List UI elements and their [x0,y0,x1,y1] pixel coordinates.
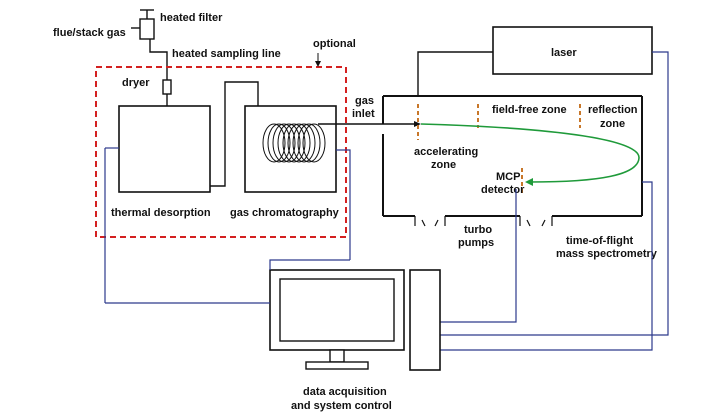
ion-path-arrowhead [525,178,533,186]
daq-label-2: and system control [291,400,392,412]
pc-tower [409,269,441,371]
laser-label: laser [551,47,577,59]
gas-chromatography-unit [244,105,337,193]
accelerating-zone-label-2: zone [431,159,456,171]
accelerating-zone-label-1: accelerating [414,146,478,158]
turbo-pumps-label-1: turbo [464,224,492,236]
thermal-desorption-unit [118,105,211,193]
mcp-detector-label-2: detector [481,184,525,196]
mcp-detector-label-1: MCP [496,171,520,183]
reflection-zone-label-1: reflection [588,104,638,116]
thermal-desorption-label: thermal desorption [111,207,211,219]
heated-sampling-line [149,39,168,80]
daq-label-1: data acquisition [303,386,387,398]
zone-markers [417,104,581,196]
optional-box [95,66,347,238]
heated-sampling-line-label: heated sampling line [172,48,281,60]
gas-inlet-label-1: gas [355,95,374,107]
monitor-screen [279,278,395,342]
gc-cable [336,149,351,260]
tof-chamber [382,95,643,217]
tof-label-1: time-of-flight [566,235,634,247]
optional-arrowhead [315,61,321,67]
heated-filter [131,9,155,40]
gc-cable-to-pc [269,259,350,270]
flue-stack-gas-label: flue/stack gas [53,27,126,39]
mcp-cable [413,189,517,323]
tof-cable [413,181,653,351]
laser-unit [492,26,653,75]
tof-label-2: mass spectrometry [556,248,658,260]
turbo-pumps-label-2: pumps [458,237,494,249]
gas-chromatography-label: gas chromatography [230,207,340,219]
optional-label: optional [313,38,356,50]
dryer [162,79,172,95]
gc-column-coil [262,123,326,163]
computer [269,269,441,371]
field-free-zone-label: field-free zone [492,104,567,116]
laser-beam-line [417,51,493,96]
laser-cable [413,51,669,336]
heated-filter-label: heated filter [160,12,223,24]
gas-inlet-label-2: inlet [352,108,375,120]
gas-inlet-arrowhead [414,121,421,127]
reflection-zone-label-2: zone [600,118,625,130]
turbo-pump-marks [414,216,553,227]
ion-flight-path [420,123,640,183]
dryer-label: dryer [122,77,150,89]
monitor-neck [329,349,345,363]
monitor-base [305,361,369,370]
